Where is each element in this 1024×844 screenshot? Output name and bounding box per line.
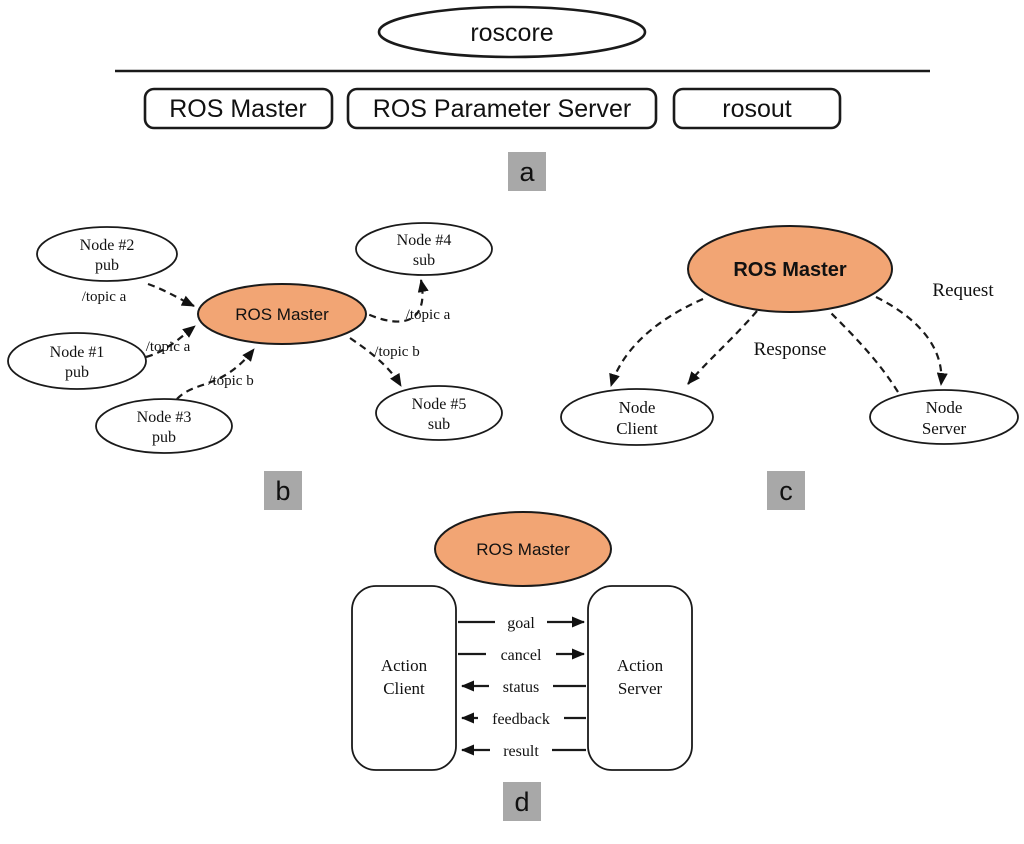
action-client-box [351,585,457,771]
arrow-node3-to-master [176,348,255,400]
topic-label-node2: /topic a [82,289,127,305]
arrow-master-to-node5 [349,337,402,387]
action-client-line1: Action [381,656,428,675]
master-c-ellipse [687,225,893,313]
status-label: status [503,679,539,696]
tag-d-label: d [514,787,529,817]
topic-label-node4: /topic a [406,307,451,323]
ros-parameter-server-box-label: ROS Parameter Server [373,95,631,123]
goal-label: goal [507,615,535,632]
tag-b-box [264,471,302,510]
action-server-line1: Action [617,656,664,675]
feedback-label: feedback [492,711,550,728]
tag-a-box [508,152,546,191]
ros-master-box [143,87,334,130]
node3-name: Node #3 [137,409,192,426]
rosout-box-label: rosout [722,95,792,123]
section-b-topics: Node #2 pub Node #1 pub Node #3 pub Node… [7,222,503,510]
status-label-mask [489,675,553,697]
result-label-mask [490,739,552,761]
ros-master-box-label: ROS Master [169,95,307,123]
goal-label-mask [495,611,547,633]
section-c-services: ROS Master Node Client Node Server Reque… [560,225,1019,510]
roscore-label: roscore [470,19,553,47]
node-client-ellipse [560,388,714,446]
node-server-ellipse [869,389,1019,445]
master-b-ellipse [197,283,367,345]
node5-ellipse [375,385,503,441]
tag-a-label: a [519,157,535,187]
node4-name: Node #4 [397,232,452,249]
rosout-box [672,87,842,130]
response-label: Response [754,339,827,360]
node2-ellipse [36,226,178,282]
action-server-line2: Server [618,679,663,698]
node4-role: sub [413,252,435,269]
node1-name: Node #1 [50,344,105,361]
result-label: result [503,743,539,760]
tag-c-box [767,471,805,510]
request-label: Request [932,280,994,301]
node2-role: pub [95,257,119,274]
arrow-master-to-client-inner [687,310,758,385]
topic-label-node3: /topic b [208,373,253,389]
action-client-line2: Client [383,679,425,698]
tag-d-box [503,782,541,821]
node1-ellipse [7,332,147,390]
node2-name: Node #2 [80,237,135,254]
node-server-line1: Node [926,398,963,417]
roscore-ellipse [377,5,647,59]
topic-label-node5: /topic b [374,344,419,360]
master-b-label: ROS Master [235,305,329,324]
arrow-master-to-server-outer [875,296,948,386]
section-d-actions: Action Client Action Server ROS Master g… [351,511,693,821]
action-server-box [587,585,693,771]
master-d-ellipse [434,511,612,587]
section-a-roscore: roscore ROS Master ROS Parameter Server … [115,5,930,191]
arrow-master-to-client-outer [609,297,704,387]
node4-ellipse [355,222,493,276]
node1-role: pub [65,364,89,381]
cancel-label: cancel [501,647,542,664]
topic-label-node1: /topic a [146,339,191,355]
ros-parameter-server-box [346,87,658,130]
master-c-label: ROS Master [733,259,847,281]
arrow-node1-to-master [145,325,196,359]
tag-b-label: b [275,476,290,506]
node3-role: pub [152,429,176,446]
arrow-node2-to-master [147,282,195,307]
node-server-line2: Server [922,419,967,438]
node3-ellipse [95,398,233,454]
tag-c-label: c [779,476,793,506]
cancel-label-mask [486,643,556,665]
feedback-label-mask [478,707,564,729]
node-client-line2: Client [616,419,658,438]
node-client-line1: Node [619,398,656,417]
arrow-server-to-master-inner [830,312,899,393]
node5-name: Node #5 [412,396,467,413]
node5-role: sub [428,416,450,433]
master-d-label: ROS Master [476,540,570,559]
